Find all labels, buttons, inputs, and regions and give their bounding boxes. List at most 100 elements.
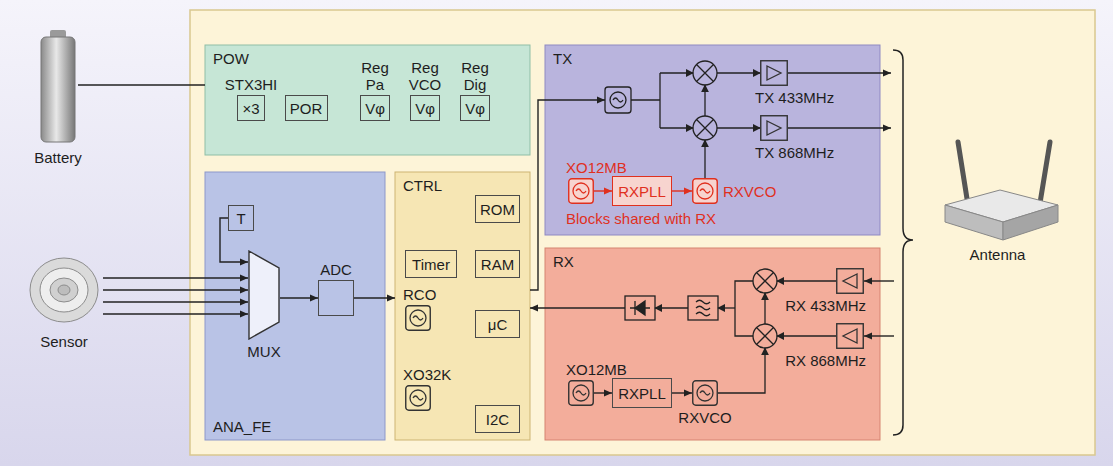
control-block: CTRL ROM Timer RAM RCO μC XO32K I2C — [395, 172, 530, 440]
lna-shape — [836, 323, 864, 349]
connector-line — [103, 301, 248, 302]
power-amplifier: TX 433MHz — [760, 60, 788, 86]
oscillator: XO12MB — [568, 380, 594, 406]
connector — [672, 390, 692, 397]
connector — [280, 295, 318, 302]
ctrl-fill — [395, 172, 530, 440]
block-label: RCO — [403, 286, 436, 303]
regulator-box: Reg DigVφ — [460, 95, 490, 121]
block-label: STX3HI — [225, 76, 278, 93]
battery-drawing — [41, 30, 75, 142]
rom-box: ROM — [475, 195, 520, 223]
connector — [103, 275, 248, 318]
arrowhead — [604, 188, 612, 195]
block-label: Timer — [412, 256, 450, 273]
connector — [788, 70, 891, 77]
arrowhead — [864, 278, 872, 285]
block-label: Reg Pa — [354, 59, 396, 93]
block-label: RXVCO — [678, 409, 731, 426]
connector — [530, 305, 625, 312]
tx-wiring — [605, 61, 760, 178]
block-label: I2C — [486, 411, 509, 428]
arrowhead — [387, 295, 395, 302]
chip-frame — [190, 10, 1095, 455]
vco: RXVCO — [692, 380, 718, 406]
block-label: Antenna — [970, 246, 1026, 263]
osc-shape — [692, 380, 718, 406]
connector-line — [103, 313, 248, 314]
arrowhead — [684, 188, 692, 195]
regulator-box: Reg PaVφ — [360, 95, 390, 121]
block-label: Battery — [34, 149, 82, 166]
connector — [672, 188, 692, 195]
osc-shape — [405, 385, 431, 411]
arrowhead — [240, 275, 248, 282]
arrowhead — [864, 333, 872, 340]
rx-wiring — [625, 269, 836, 393]
connector — [78, 85, 205, 86]
connector-line — [788, 127, 891, 128]
oscillator: RCO — [405, 305, 431, 331]
i2c-box: I2C — [475, 405, 520, 433]
bracket — [893, 50, 913, 435]
arrowhead — [240, 259, 248, 266]
microcontroller-box: μC — [475, 310, 520, 338]
oscillator: XO32K — [405, 385, 431, 411]
power-amplifier: TX 868MHz — [760, 115, 788, 141]
block-label: μC — [488, 316, 507, 333]
transmitter-block: TXTX 433MHzTX 868MHzXO12MBRXPLLRXVCO — [545, 45, 880, 235]
multiplexer: MUX — [248, 250, 280, 340]
connector-line — [78, 84, 205, 85]
temperature-box: T — [228, 205, 254, 231]
arrowhead — [530, 305, 538, 312]
block-label: TX 868MHz — [755, 144, 834, 161]
block-label: RX 868MHz — [785, 352, 866, 369]
antenna-illustration: Antenna — [935, 135, 1060, 243]
block-label: ADC — [320, 261, 352, 278]
osc-shape — [568, 380, 594, 406]
block-label: RXVCO — [723, 183, 776, 200]
block-label: ×3 — [242, 100, 259, 117]
pll-box: RXPLL — [612, 176, 672, 206]
block-label: Reg Dig — [454, 59, 496, 93]
regulator-box: Reg VCOVφ — [410, 95, 440, 121]
reset-box: POR — [285, 95, 328, 121]
block-label: Vφ — [465, 100, 485, 117]
vco: RXVCO — [692, 178, 718, 204]
block-heading: CTRL — [403, 177, 442, 194]
osc-shape — [405, 305, 431, 331]
connector — [530, 97, 605, 291]
timer-box: Timer — [405, 250, 457, 278]
anafe-fill — [205, 172, 385, 440]
receiver-block: RX RX 433MHz RX 868MHzXO12MB RXPLL RXVCO — [545, 248, 880, 440]
lna-shape — [836, 268, 864, 294]
connector — [354, 295, 395, 302]
mux-shape — [248, 250, 280, 340]
block-heading: RX — [553, 253, 574, 270]
block-label: Vφ — [415, 100, 435, 117]
block-label: Vφ — [365, 100, 385, 117]
arrowhead — [240, 311, 248, 318]
block-label: Reg VCO — [404, 59, 446, 93]
connector — [864, 333, 894, 340]
analog-frontend-block: ANA_FETMUXADC — [205, 172, 385, 440]
block-label: XO12MB — [566, 159, 627, 176]
block-label: MUX — [247, 343, 280, 360]
connector — [788, 125, 891, 132]
block-label: TX 433MHz — [755, 89, 834, 106]
amp-shape — [760, 60, 788, 86]
block-label: RX 433MHz — [785, 297, 866, 314]
sensor-drawing — [30, 258, 98, 322]
arrowhead — [597, 97, 605, 104]
battery-illustration: Battery — [38, 28, 78, 146]
arrowhead — [883, 125, 891, 132]
note-label: Blocks shared with RX — [566, 210, 716, 227]
osc-shape — [568, 178, 594, 204]
pll-box: RXPLL — [612, 378, 672, 408]
block-label: RAM — [481, 256, 514, 273]
amp-shape — [760, 115, 788, 141]
sensor-illustration: Sensor — [28, 250, 100, 330]
